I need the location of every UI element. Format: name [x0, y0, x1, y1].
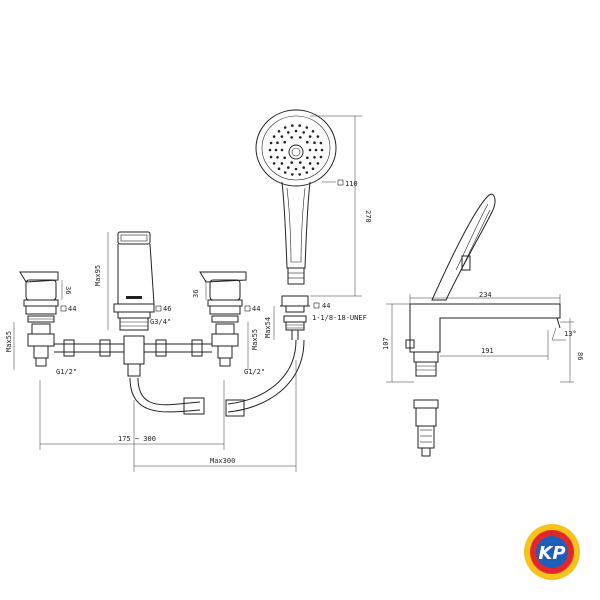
spray-nozzle [319, 141, 323, 145]
dim-spout-square: 46 [163, 305, 171, 313]
dim-side-angle: 13° [564, 330, 577, 338]
handshower-base [280, 295, 310, 340]
spray-nozzle [269, 141, 273, 145]
dim-handshower-height: 270 [364, 210, 372, 223]
spray-nozzle [313, 156, 316, 159]
spray-nozzle [320, 148, 324, 152]
square-symbol [60, 305, 67, 312]
dim-spout-thread: G3/4" [150, 318, 171, 326]
spray-nozzle [280, 135, 284, 138]
spray-nozzle [302, 131, 306, 134]
square-symbol [155, 305, 162, 312]
spray-nozzle [277, 130, 281, 133]
spray-nozzle [298, 173, 302, 176]
spray-nozzle [290, 161, 294, 164]
spray-nozzle [277, 167, 281, 170]
dim-max-span: Max300 [210, 457, 235, 465]
square-symbol [337, 179, 344, 186]
spray-nozzle [316, 162, 320, 165]
dim-hs-thread: 1-1/8-18-UNEF [312, 314, 367, 322]
spray-nozzle [283, 140, 287, 144]
spray-nozzle [268, 148, 272, 152]
spray-nozzle [306, 156, 309, 160]
spray-nozzle [308, 162, 312, 165]
square-symbol [244, 305, 251, 312]
dim-lever-max-left: Max55 [5, 331, 13, 352]
spray-nozzle [313, 141, 316, 144]
dim-side-height: 107 [382, 337, 390, 350]
hand-shower [255, 109, 337, 285]
dim-lever-square-left: 44 [68, 305, 76, 313]
spray-nozzle [283, 126, 287, 129]
spray-nozzle [305, 171, 309, 174]
spray-nozzle [299, 161, 302, 164]
kp-logo: KP [524, 524, 580, 580]
front-dimensions [13, 115, 362, 472]
spray-nozzle [302, 166, 306, 169]
spray-nozzle [311, 167, 315, 170]
spray-nozzle [272, 162, 276, 165]
dim-hs-base-square: 44 [322, 302, 330, 310]
spray-nozzle [298, 124, 302, 127]
spray-nozzle [291, 173, 294, 176]
spray-nozzle [299, 136, 302, 139]
spray-nozzle [308, 135, 312, 138]
dim-lever-max-right: Max55 [251, 329, 259, 350]
spray-nozzle [269, 155, 273, 159]
spray-nozzle [316, 135, 320, 138]
spray-nozzle [290, 136, 294, 139]
spray-nozzle [276, 156, 279, 159]
right-lever [199, 271, 247, 367]
spray-nozzle [274, 148, 278, 152]
spray-nozzle [287, 131, 290, 134]
spray-nozzle [319, 155, 323, 159]
dim-lever-height-right: 36 [192, 290, 200, 298]
spray-nozzle [280, 148, 284, 152]
spray-nozzle [311, 130, 315, 133]
dim-side-projection: 191 [481, 347, 494, 355]
spray-nozzle [283, 171, 287, 174]
dim-inlet-right: G1/2" [244, 368, 265, 376]
dim-hs-base-height: Max54 [264, 317, 272, 338]
spray-nozzle [306, 140, 309, 144]
spray-nozzle [276, 141, 279, 144]
spray-nozzle [308, 148, 312, 152]
front-view: 270 110 36 44 Max95 46 G3/4" 36 44 Max55… [5, 109, 372, 472]
pipes [54, 339, 305, 417]
logo-text: KP [538, 543, 565, 564]
dim-spout-height: Max95 [94, 265, 102, 286]
spray-nozzle [272, 135, 276, 138]
spout [113, 231, 155, 377]
spray-nozzle [287, 166, 290, 169]
spray-nozzle [280, 162, 284, 165]
spray-nozzle [283, 156, 287, 160]
left-lever [19, 271, 59, 367]
spray-nozzle [294, 167, 298, 171]
dim-side-clearance: 86 [576, 352, 584, 360]
spray-nozzle [305, 126, 309, 129]
spray-nozzle [291, 124, 294, 127]
dim-lever-square-right: 44 [252, 305, 260, 313]
dim-handshower-diameter: 110 [345, 180, 358, 188]
square-symbol [313, 302, 320, 309]
dim-side-length: 234 [479, 291, 492, 299]
spray-nozzle [294, 129, 298, 133]
dim-spacing-range: 175 ~ 300 [118, 435, 156, 443]
spray-nozzle [314, 148, 318, 152]
side-view: 234 107 191 13° 86 [382, 193, 584, 457]
dim-lever-height-left: 36 [64, 286, 72, 294]
dim-inlet-left: G1/2" [56, 368, 77, 376]
